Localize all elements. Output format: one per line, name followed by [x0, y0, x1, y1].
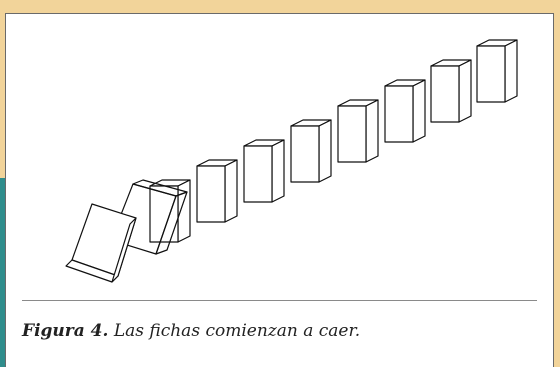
left-accent-strip [0, 178, 5, 367]
figure-caption-label: Figura 4. [22, 321, 109, 341]
domino-tile-8 [476, 39, 518, 103]
domino-tile-3 [243, 139, 285, 203]
domino-tile-7 [430, 59, 472, 123]
domino-tile-5 [337, 99, 379, 163]
domino-tile-4 [290, 119, 332, 183]
domino-tile-falling [65, 203, 137, 283]
domino-tile-6 [384, 79, 426, 143]
figure-card: Figura 4. Las fichas comienzan a caer. [5, 13, 554, 367]
figure-caption: Figura 4. Las fichas comienzan a caer. [22, 321, 360, 341]
domino-illustration [65, 39, 518, 283]
figure-caption-text: Las fichas comienzan a caer. [108, 321, 361, 341]
domino-tile-2 [196, 159, 238, 223]
caption-divider [22, 300, 537, 301]
domino-tile-1 [149, 179, 191, 243]
